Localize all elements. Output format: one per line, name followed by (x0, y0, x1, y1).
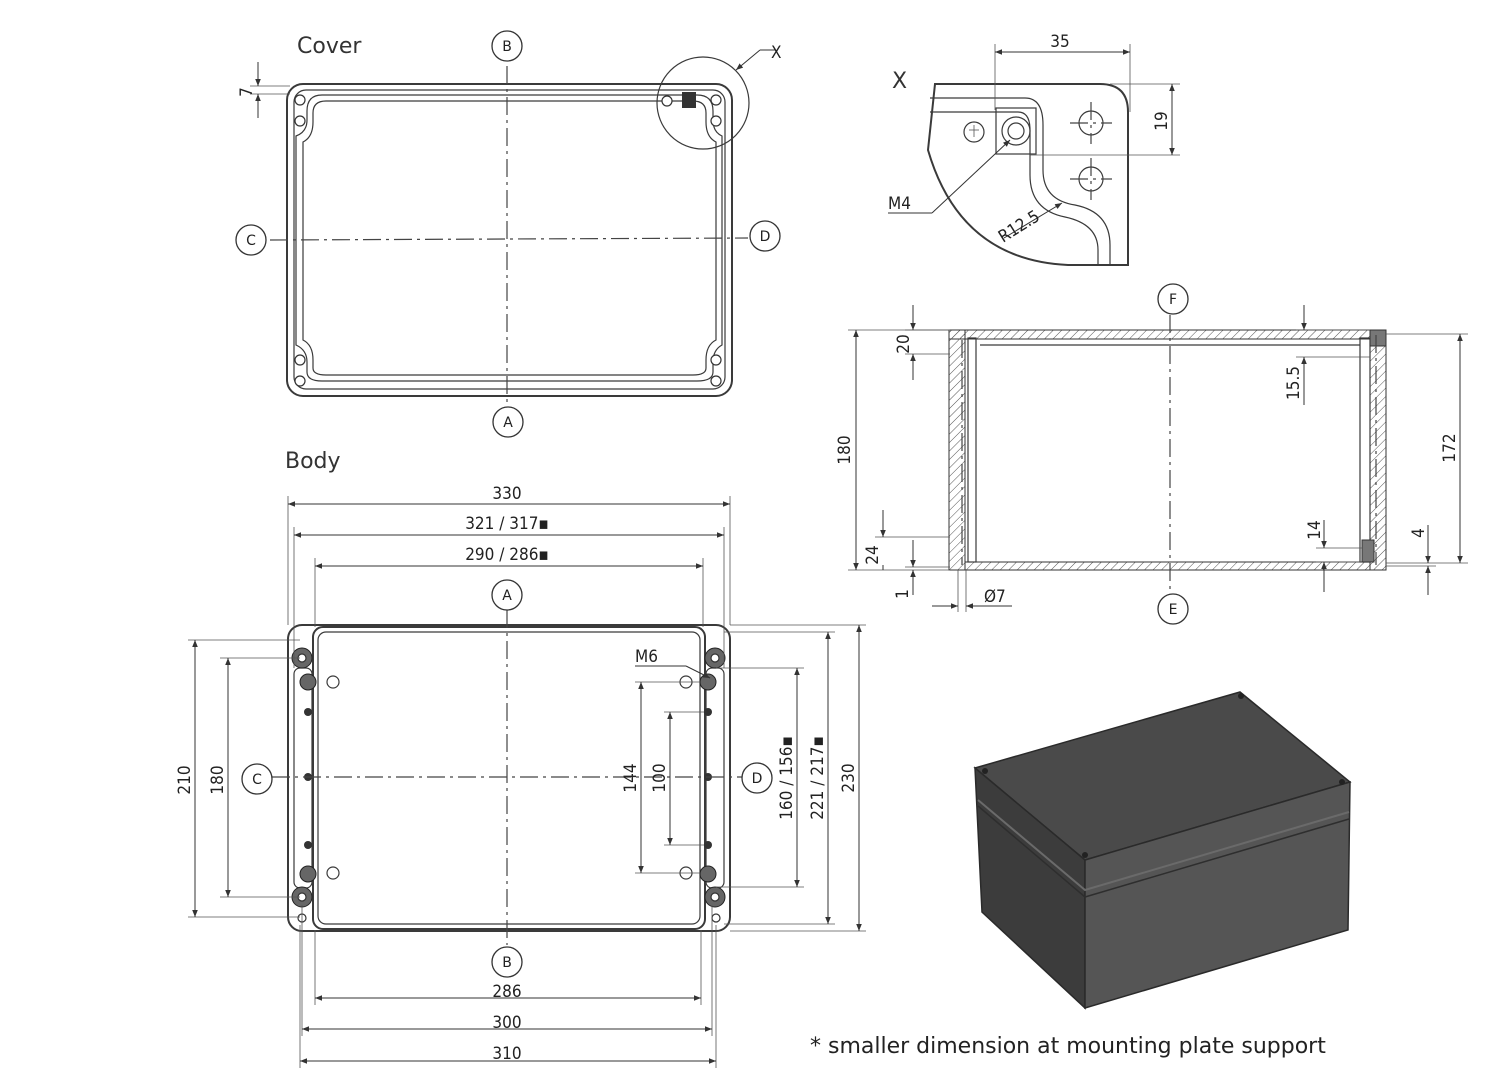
dim-body-width-inner: 290 / 286▪ (465, 545, 549, 565)
svg-text:A: A (502, 588, 512, 604)
dim-body-h-180: 180 (208, 765, 228, 794)
section-label-C-top: C (235, 224, 267, 256)
svg-text:F: F (1169, 292, 1177, 308)
dim-body-h-100: 100 (650, 763, 670, 792)
dim-detail-radius: R12.5 (995, 207, 1043, 248)
dim-side-right-foot: 14 (1305, 520, 1325, 539)
dim-side-lid-inner: 15.5 (1284, 366, 1304, 400)
section-label-B-body: B (491, 946, 523, 978)
dim-body-thread: M6 (635, 647, 658, 667)
dim-side-lid: 20 (894, 334, 914, 353)
dim-body-width-flange: 321 / 317▪ (465, 514, 549, 534)
side-section-view: 20 180 24 1 Ø7 15.5 172 (835, 283, 1468, 625)
section-label-A-body: A (491, 579, 523, 611)
section-label-E: E (1157, 593, 1189, 625)
detail-title: X (892, 69, 907, 94)
dim-side-inner: 172 (1440, 433, 1460, 462)
footnote: * smaller dimension at mounting plate su… (810, 1034, 1326, 1059)
svg-text:C: C (252, 772, 262, 788)
dim-body-h-221: 221 / 217▪ (808, 736, 828, 820)
dim-side-hole: Ø7 (984, 587, 1006, 607)
cover-title: Cover (297, 34, 362, 59)
svg-text:D: D (760, 229, 771, 245)
dim-side-foot: 24 (863, 545, 883, 564)
dim-detail-height: 19 (1152, 111, 1172, 130)
dim-cover-flange: 7 (237, 87, 257, 97)
section-label-C-body: C (241, 763, 273, 795)
cover-view: Cover X 7 B A C D (235, 30, 781, 438)
svg-text:E: E (1169, 602, 1178, 618)
dim-body-h-230: 230 (839, 763, 859, 792)
svg-text:D: D (752, 771, 763, 787)
section-label-F: F (1157, 283, 1189, 315)
body-title: Body (285, 449, 341, 474)
dim-side-base: 1 (893, 589, 913, 599)
dim-body-width-b1: 286 (492, 982, 521, 1002)
body-view: Body 330 321 / 317▪ 290 / 286▪ (175, 449, 866, 1068)
svg-text:A: A (503, 415, 513, 431)
svg-text:B: B (502, 39, 512, 55)
dim-body-width-b3: 310 (492, 1044, 521, 1064)
dim-body-width-b2: 300 (492, 1013, 521, 1033)
dim-detail-width: 35 (1050, 32, 1069, 52)
dim-side-total: 180 (835, 435, 855, 464)
detail-callout: X (771, 43, 781, 63)
section-label-B-top: B (491, 30, 523, 62)
section-label-D-top: D (749, 220, 781, 252)
detail-x-view: X 35 19 M4 R12.5 (888, 32, 1180, 266)
dim-body-h-144: 144 (621, 763, 641, 792)
section-label-D-body: D (741, 762, 773, 794)
svg-text:B: B (502, 955, 512, 971)
section-label-A-top: A (492, 406, 524, 438)
enclosure-3d-render (973, 691, 1352, 1010)
dim-body-h-160: 160 / 156▪ (777, 736, 797, 820)
dim-body-h-210: 210 (175, 765, 195, 794)
dim-side-right-base: 4 (1409, 528, 1429, 538)
dim-detail-thread: M4 (888, 194, 911, 214)
svg-text:C: C (246, 233, 256, 249)
dim-body-width-total: 330 (492, 484, 521, 504)
